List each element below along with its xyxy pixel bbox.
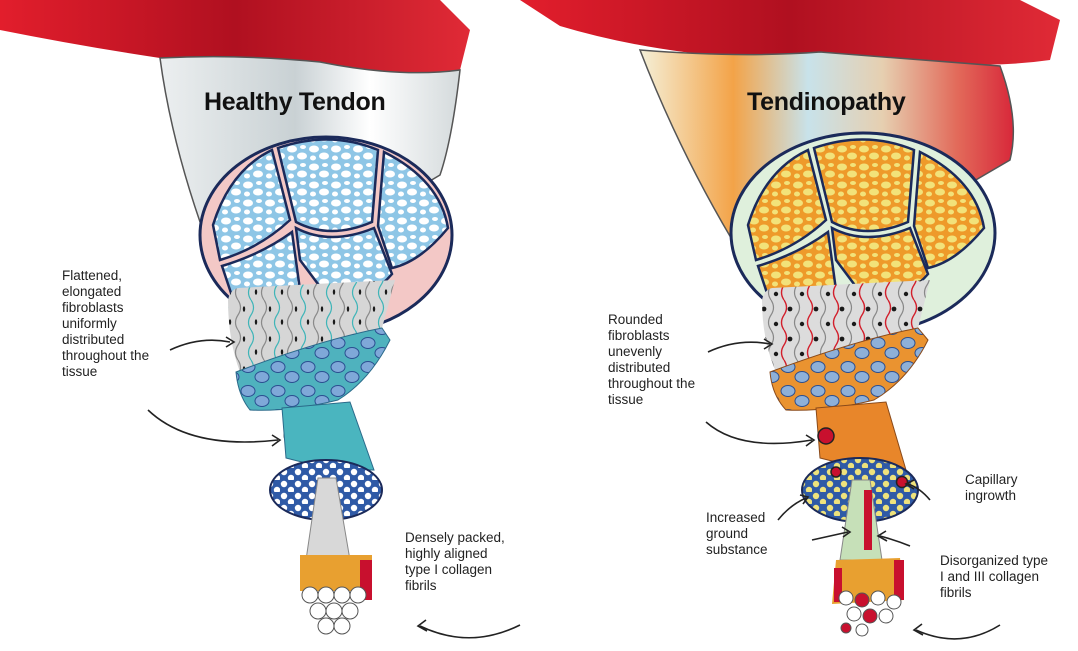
capillary-ingrowth-label: Capillary ingrowth — [965, 472, 1018, 504]
ground-substance-label: Increased ground substance — [706, 510, 768, 558]
ground-substance-arrow-1 — [778, 498, 806, 520]
capillary-vessel — [897, 477, 908, 488]
diseased-collagen-arrow — [916, 625, 1000, 639]
healthy-collagen-arrow — [420, 625, 520, 638]
diseased-cell-arrow — [706, 422, 812, 443]
healthy-tendon-title: Healthy Tendon — [204, 88, 385, 117]
healthy-collagen-label: Densely packed, highly aligned type I co… — [405, 530, 505, 594]
healthy-fibroblast-arrow — [170, 340, 230, 350]
diseased-fibroblast-highlight — [818, 428, 834, 444]
ground-substance-arrow-2 — [812, 532, 848, 540]
tendinopathy-title: Tendinopathy — [747, 88, 905, 117]
diseased-fibril-bundle — [832, 558, 904, 636]
diseased-fibroblast-arrow — [708, 342, 770, 352]
healthy-cell-arrow — [148, 410, 278, 442]
ground-substance-arrow-3 — [880, 536, 910, 546]
tendinopathy-fibroblast-label: Rounded fibroblasts unevenly distributed… — [608, 312, 695, 408]
tendinopathy-collagen-label: Disorganized type I and III collagen fib… — [940, 553, 1048, 601]
healthy-fibril-bundle — [300, 555, 372, 634]
healthy-fibroblast-label: Flattened, elongated fibroblasts uniform… — [62, 268, 149, 380]
